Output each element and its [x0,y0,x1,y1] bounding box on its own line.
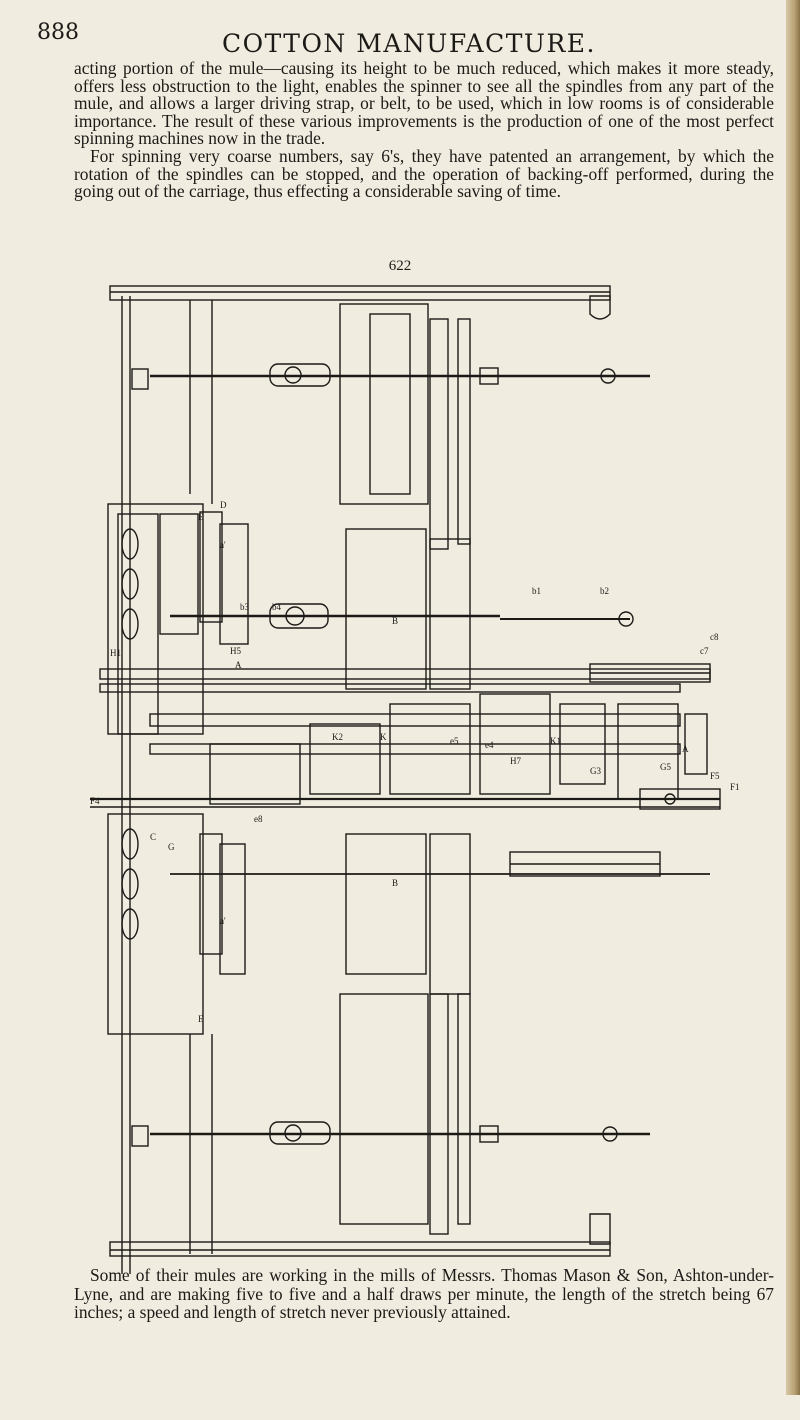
svg-text:G5: G5 [660,762,671,772]
svg-text:b3: b3 [240,602,250,612]
svg-text:b4: b4 [272,602,282,612]
svg-text:c8: c8 [710,632,719,642]
svg-text:E: E [198,1014,204,1024]
svg-text:F4: F4 [90,796,100,806]
svg-text:A: A [235,660,242,670]
paragraph: Some of their mules are working in the m… [74,1265,774,1322]
svg-text:H5: H5 [230,646,241,656]
svg-text:A: A [682,744,689,754]
svg-text:b2: b2 [600,586,609,596]
svg-text:c7: c7 [700,646,709,656]
body-text: acting portion of the mule—causing its h… [74,58,774,202]
svg-text:F5: F5 [710,771,720,781]
paragraph: For spinning very coarse numbers, say 6'… [74,145,774,202]
svg-text:D: D [220,500,227,510]
page-header: 888 COTTON MANUFACTURE. [0,18,790,58]
svg-text:B: B [392,616,398,626]
svg-text:K: K [380,732,387,742]
svg-text:K1: K1 [550,736,561,746]
svg-text:H7: H7 [510,756,521,766]
svg-text:e4: e4 [485,740,494,750]
svg-text:a': a' [220,540,226,550]
running-title: COTTON MANUFACTURE. [222,29,596,58]
svg-text:F1: F1 [730,782,740,792]
svg-text:a': a' [220,916,226,926]
paragraph: acting portion of the mule—causing its h… [74,58,774,149]
svg-text:b1: b1 [532,586,541,596]
machine-diagram: B B A A E E C G D H5 H7 G3 G5 F5 b1 b2 b… [70,274,800,1416]
svg-text:B: B [392,878,398,888]
svg-text:G: G [168,842,175,852]
page-edge [786,0,800,1395]
figure-number: 622 [388,258,412,274]
svg-text:E: E [198,512,204,522]
svg-text:K2: K2 [332,732,343,742]
svg-text:e8: e8 [254,814,263,824]
page-number: 888 [37,20,79,45]
svg-text:H1: H1 [110,648,121,658]
closing-paragraph: Some of their mules are working in the m… [74,1266,774,1322]
svg-text:e5: e5 [450,736,459,746]
svg-text:G3: G3 [590,766,601,776]
svg-text:C: C [150,832,156,842]
